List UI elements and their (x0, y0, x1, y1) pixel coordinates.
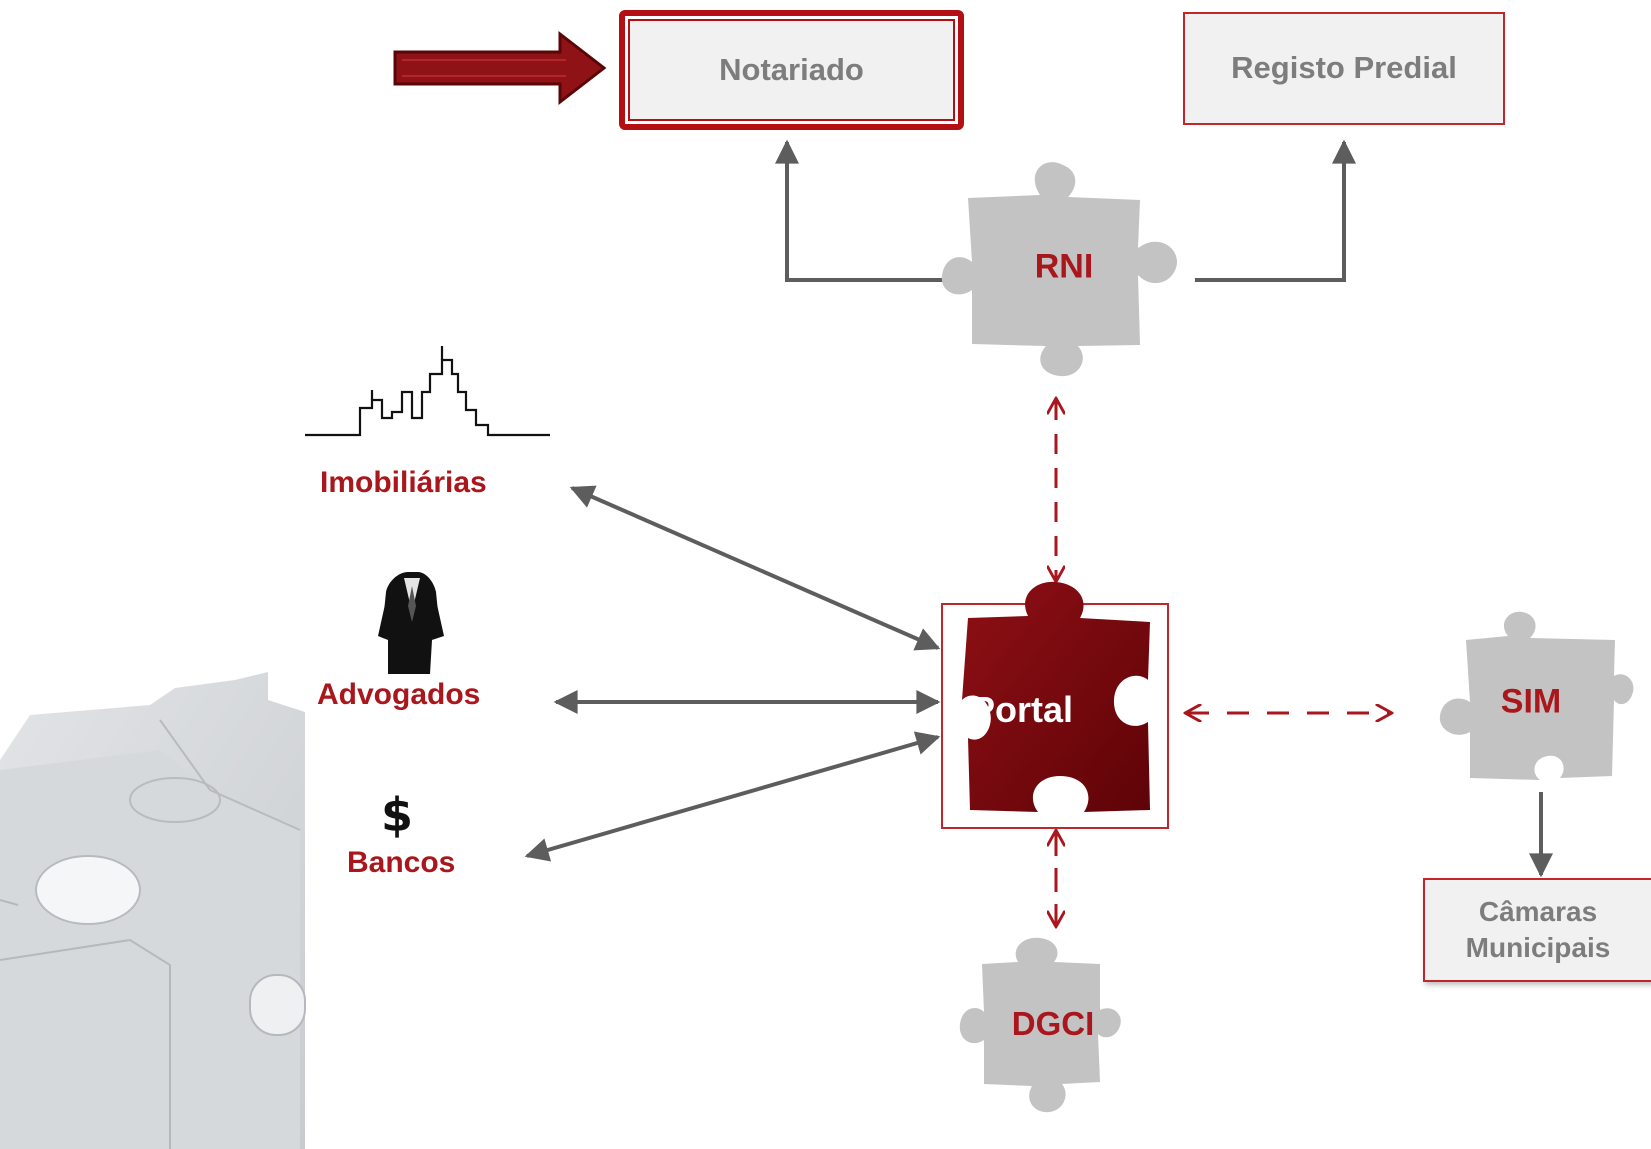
bancos-label: Bancos (347, 846, 456, 879)
notariado-label: Notariado (719, 51, 864, 87)
dgci-label: DGCI (1011, 1005, 1095, 1042)
registo-predial-box: Registo Predial (1183, 12, 1505, 125)
camaras-label-line2: Municipais (1465, 932, 1611, 963)
registo-predial-label: Registo Predial (1231, 50, 1457, 86)
dollar-icon: $ (381, 788, 414, 842)
puzzle-pieces-icon (0, 672, 306, 1149)
sim-label: SIM (1500, 682, 1562, 721)
city-skyline-icon (305, 346, 550, 437)
rni-piece (941, 162, 1178, 377)
rni-label: RNI (1034, 247, 1094, 286)
connector-rni-registo (1195, 139, 1356, 282)
camaras-municipais-box: Câmaras Municipais (1423, 878, 1651, 982)
camaras-label-line1: Câmaras (1478, 895, 1598, 927)
notariado-box: Notariado (619, 10, 964, 130)
connector-bancos-portal (524, 731, 941, 862)
portal-label: Portal (970, 689, 1074, 730)
dgci-piece (959, 937, 1121, 1113)
lawyer-robe-icon (378, 572, 444, 674)
portal-piece (941, 581, 1169, 829)
connector-rni-notariado (775, 139, 950, 282)
imobiliarias-label: Imobiliárias (320, 466, 487, 499)
sim-piece (1439, 611, 1634, 780)
advogados-label: Advogados (317, 678, 481, 711)
red-arrow-icon (393, 30, 607, 106)
connector-imobiliarias-portal (569, 485, 941, 651)
